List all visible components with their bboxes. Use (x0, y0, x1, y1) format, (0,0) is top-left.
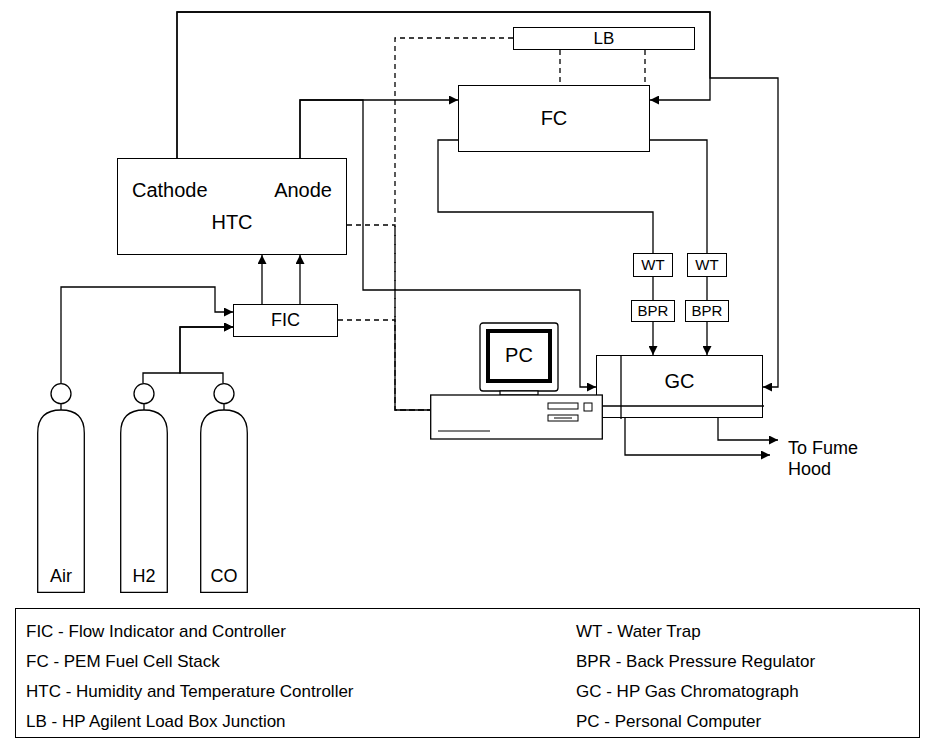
valve-neck (143, 404, 144, 410)
flow-controller-box: FIC (233, 304, 338, 337)
signal-line (559, 50, 560, 85)
valve-gauge (214, 384, 234, 404)
node-text: HTC (211, 211, 252, 234)
valve-neck (223, 404, 224, 410)
drive-slot (554, 418, 572, 419)
computer-drawing (430, 323, 603, 440)
node-text: LB - HP Agilent Load Box Junction (26, 712, 576, 732)
gas-line (652, 277, 653, 300)
monitor-case (480, 323, 558, 391)
gas-line (61, 287, 233, 383)
gas-line (180, 327, 233, 383)
chromatograph-box: GC (596, 355, 763, 418)
node-text: PC - Personal Computer (576, 712, 909, 732)
cylinder-body (38, 410, 85, 592)
abbreviation-box: FIC - Flow Indicator and ControllerWT - … (15, 608, 920, 738)
drive-slot (548, 415, 578, 421)
gas-line (438, 140, 653, 253)
valve-gauge (134, 384, 154, 404)
gas-line (706, 277, 707, 300)
panel-line (620, 356, 621, 419)
node-text: Cathode (132, 179, 208, 202)
node-text: H2 (132, 566, 155, 587)
controller-box: Cathode AnodeHTC (117, 158, 347, 255)
gas-line (300, 100, 458, 158)
base-line (438, 431, 490, 432)
regulator-box: BPR (631, 300, 675, 322)
computer-icon: PC (430, 323, 603, 440)
water-trap-box: WT (687, 253, 727, 277)
power-button (584, 403, 592, 411)
node-text: FC - PEM Fuel Cell Stack (26, 652, 576, 672)
exhaust-line (718, 418, 778, 440)
gas-line (299, 255, 300, 304)
node-text: WT (641, 256, 664, 273)
node-text: GC - HP Gas Chromatograph (576, 682, 909, 702)
water-trap-box: WT (633, 253, 673, 277)
cylinder-outline (37, 383, 85, 593)
cylinder-outline (120, 383, 168, 593)
monitor-screen (488, 331, 550, 381)
node-text: FIC - Flow Indicator and Controller (26, 622, 576, 642)
signal-line (347, 225, 430, 410)
signal-line (338, 320, 430, 410)
fuel-cell-box: FC (458, 85, 650, 152)
gas-cylinder: H2 (120, 383, 168, 593)
gas-line (652, 322, 653, 355)
gas-cylinder: CO (200, 383, 248, 593)
cylinder-body (201, 410, 248, 592)
valve-gauge (51, 384, 71, 404)
regulator-box: BPR (685, 300, 729, 322)
node-text: Anode (274, 179, 332, 202)
gas-line (706, 322, 707, 355)
node-text: FIC (271, 310, 300, 331)
valve-neck (60, 404, 61, 410)
node-text: BPR (692, 302, 723, 319)
signal-line (644, 50, 645, 85)
cylinder-body (121, 410, 168, 592)
node-text: PC (488, 344, 550, 367)
port-row: Cathode Anode (132, 179, 332, 202)
gas-cylinder: Air (37, 383, 85, 593)
panel-line (597, 405, 764, 406)
gas-line (261, 255, 262, 304)
node-text: FC (541, 107, 568, 130)
computer-base (431, 395, 603, 439)
gas-line (177, 12, 710, 158)
gas-line (650, 140, 707, 253)
drive-slot (548, 403, 578, 409)
node-text: HTC - Humidity and Temperature Controlle… (26, 682, 576, 702)
exhaust-line (625, 418, 770, 455)
node-text: Air (50, 566, 72, 587)
cylinder-outline (200, 383, 248, 593)
gas-line (143, 327, 233, 383)
node-text: BPR (638, 302, 669, 319)
node-text: CO (211, 566, 238, 587)
outlet-label: To Fume Hood (788, 438, 880, 479)
load-box: LB (513, 27, 695, 50)
node-text: LB (594, 29, 615, 49)
node-text: BPR - Back Pressure Regulator (576, 652, 909, 672)
node-text: WT (695, 256, 718, 273)
node-text: WT - Water Trap (576, 622, 909, 642)
node-text: GC (665, 370, 695, 393)
